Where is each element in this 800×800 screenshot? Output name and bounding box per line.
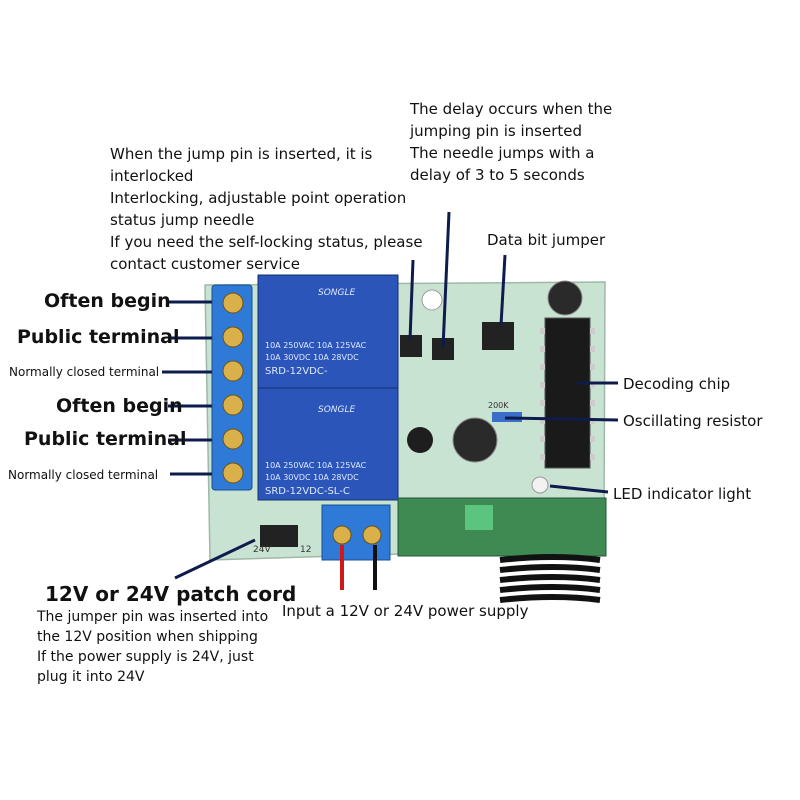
patch-cord-note-line-1: The jumper pin was inserted into xyxy=(37,609,269,625)
decoding-chip-body xyxy=(544,317,591,469)
led-indicator xyxy=(531,476,549,494)
transistor-1 xyxy=(407,427,433,453)
leader-lines xyxy=(162,211,619,580)
resistor-code: 200K xyxy=(488,401,509,410)
terminal-label-1: Often begin xyxy=(44,290,171,312)
relay-1-rating-2: 10A 30VDC 10A 28VDC xyxy=(265,353,359,362)
relay-1 xyxy=(257,274,399,391)
terminal-label-5: Public terminal xyxy=(24,428,187,450)
delay-note-line-2: jumping pin is inserted xyxy=(410,122,583,140)
capacitor-main xyxy=(452,417,498,463)
terminal-label-6: Normally closed terminal xyxy=(8,468,159,482)
delay-note-line-1: The delay occurs when the xyxy=(410,100,613,118)
relay-2-rating-2: 10A 30VDC 10A 28VDC xyxy=(265,473,359,482)
pcb-hole xyxy=(421,289,443,311)
voltage-jumper xyxy=(260,525,298,547)
interlock-note: When the jump pin is inserted, it is int… xyxy=(110,143,423,275)
capacitor-top xyxy=(547,280,583,316)
patch-cord-note-line-4: plug it into 24V xyxy=(37,669,145,685)
interlock-note-line-1: When the jump pin is inserted, it is xyxy=(110,145,373,163)
terminal-strip xyxy=(211,284,253,491)
relay-2 xyxy=(257,387,399,501)
relay-1-model: SRD-12VDC- xyxy=(265,366,328,377)
power-screw-1 xyxy=(332,525,352,545)
interlock-note-line-3: Interlocking, adjustable point operation xyxy=(110,189,407,207)
interlock-note-line-5: If you need the self-locking status, ple… xyxy=(110,233,423,251)
patch-cord-title: 12V or 24V patch cord xyxy=(45,582,297,606)
delay-note-line-3: The needle jumps with a xyxy=(410,144,595,162)
relay-1-brand: SONGLE xyxy=(318,288,356,298)
jumper-mark-24v: 24V xyxy=(253,545,271,555)
delay-note-line-4: delay of 3 to 5 seconds xyxy=(410,166,585,184)
data-bit-jumper-label: Data bit jumper xyxy=(487,231,606,249)
patch-cord-note: The jumper pin was inserted into the 12V… xyxy=(37,607,268,687)
chip-pins xyxy=(540,328,595,460)
antenna-coil xyxy=(499,554,601,603)
patch-cord-note-line-2: the 12V position when shipping xyxy=(37,629,258,645)
relay-2-model: SRD-12VDC-SL-C xyxy=(265,486,350,497)
decoding-chip-label: Decoding chip xyxy=(623,375,731,393)
terminal-label-4: Often begin xyxy=(56,395,183,417)
interlock-note-line-4: status jump needle xyxy=(110,211,255,229)
interlock-note-line-6: contact customer service xyxy=(110,255,301,273)
delay-note: The delay occurs when the jumping pin is… xyxy=(410,98,612,186)
delay-jumper xyxy=(432,338,454,360)
interlock-note-line-2: interlocked xyxy=(110,167,194,185)
relay-1-rating-1: 10A 250VAC 10A 125VAC xyxy=(265,341,367,350)
jumper-mark-12: 12 xyxy=(300,545,311,555)
power-supply-label: Input a 12V or 24V power supply xyxy=(282,602,529,620)
terminal-screws xyxy=(222,292,244,484)
patch-cord-note-line-3: If the power supply is 24V, just xyxy=(37,649,254,665)
rf-receiver-module xyxy=(397,497,607,557)
relay-2-rating-1: 10A 250VAC 10A 125VAC xyxy=(265,461,367,470)
rf-green-part xyxy=(465,505,493,530)
interlock-jumper xyxy=(400,335,422,357)
data-bit-jumper xyxy=(482,322,514,350)
terminal-label-3: Normally closed terminal xyxy=(9,365,160,379)
terminal-label-2: Public terminal xyxy=(17,326,180,348)
oscillating-resistor-label: Oscillating resistor xyxy=(623,412,763,430)
relay-2-brand: SONGLE xyxy=(318,405,356,415)
led-indicator-label: LED indicator light xyxy=(613,485,752,503)
power-screw-2 xyxy=(362,525,382,545)
